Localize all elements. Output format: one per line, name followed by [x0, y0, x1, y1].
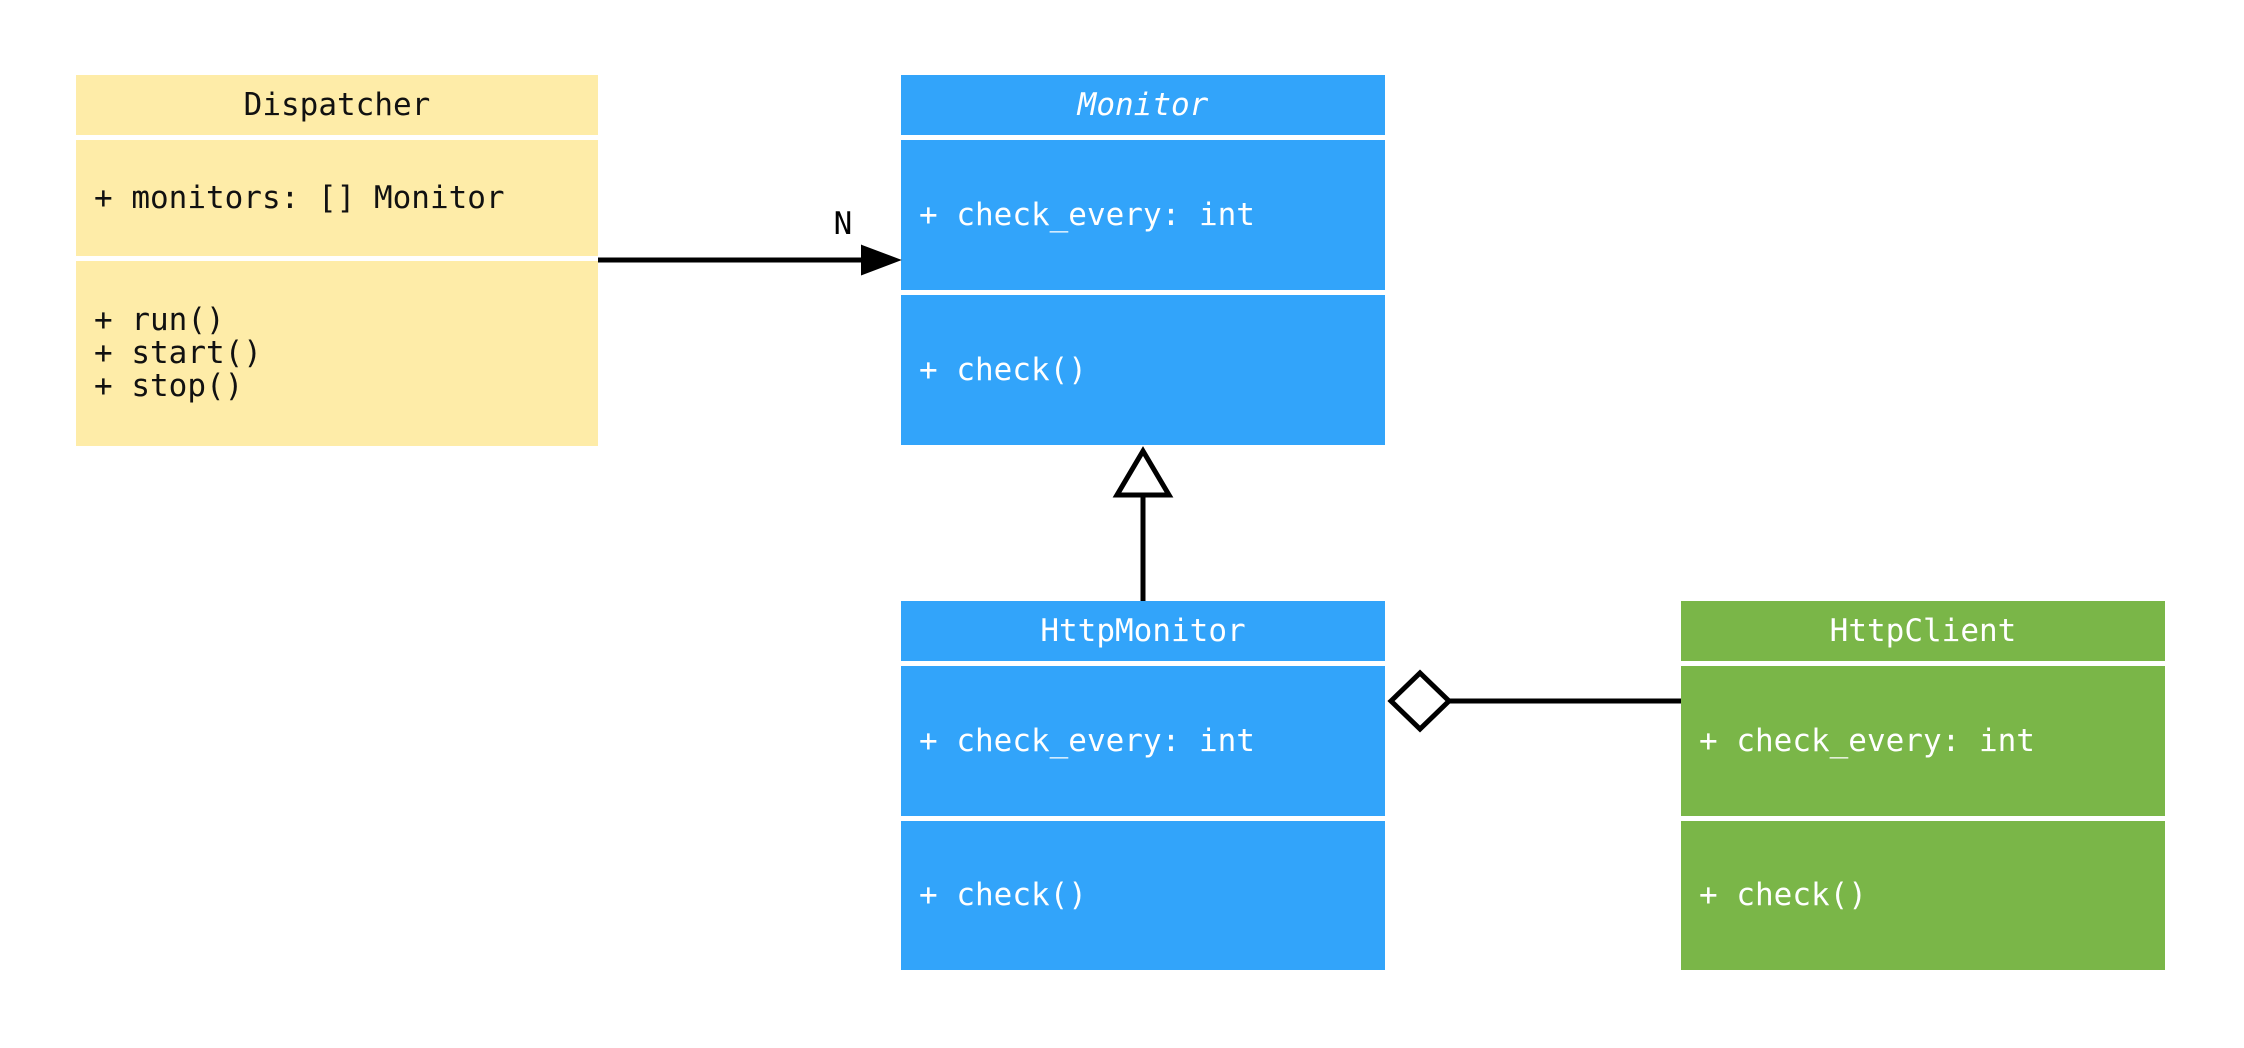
methods-section-monitor: + check(): [901, 295, 1385, 445]
methods-section-httpclient: + check(): [1681, 821, 2165, 970]
attribute-text: + monitors: [] Monitor: [94, 179, 505, 216]
attributes-section-httpclient: + check_every: int: [1681, 666, 2165, 816]
class-title-httpclient: HttpClient: [1681, 601, 2165, 661]
class-title-monitor: Monitor: [901, 75, 1385, 135]
class-title-dispatcher: Dispatcher: [76, 75, 598, 135]
method-text: + stop(): [94, 368, 244, 404]
class-box-httpclient: HttpClient + check_every: int + check(): [1681, 601, 2165, 970]
class-title-httpmonitor: HttpMonitor: [901, 601, 1385, 661]
attribute-text: + check_every: int: [1699, 722, 2035, 759]
class-box-dispatcher: Dispatcher + monitors: [] Monitor + run(…: [76, 75, 598, 446]
attribute-text: + check_every: int: [919, 196, 1255, 233]
method-text: + check(): [919, 351, 1087, 388]
association-dispatcher-monitor: [598, 244, 902, 276]
method-text: + check(): [1699, 877, 1867, 913]
association-multiplicity-label: N: [833, 206, 853, 242]
aggregation-httpmonitor-httpclient: [1387, 669, 1681, 733]
class-box-httpmonitor: HttpMonitor + check_every: int + check(): [901, 601, 1385, 970]
attribute-text: + check_every: int: [919, 722, 1255, 759]
method-text: + start(): [94, 335, 262, 371]
method-text: + check(): [919, 877, 1087, 913]
methods-section-dispatcher: + run() + start() + stop(): [76, 261, 598, 446]
inheritance-httpmonitor-monitor: [1112, 446, 1174, 601]
association-arrowhead-icon: [861, 244, 902, 276]
aggregation-diamond-icon: [1387, 669, 1453, 733]
attributes-section-dispatcher: + monitors: [] Monitor: [76, 140, 598, 256]
inheritance-triangle-icon: [1112, 446, 1174, 498]
attributes-section-monitor: + check_every: int: [901, 140, 1385, 290]
method-text: + run(): [94, 302, 225, 338]
methods-section-httpmonitor: + check(): [901, 821, 1385, 970]
class-box-monitor: Monitor + check_every: int + check(): [901, 75, 1385, 445]
attributes-section-httpmonitor: + check_every: int: [901, 666, 1385, 816]
